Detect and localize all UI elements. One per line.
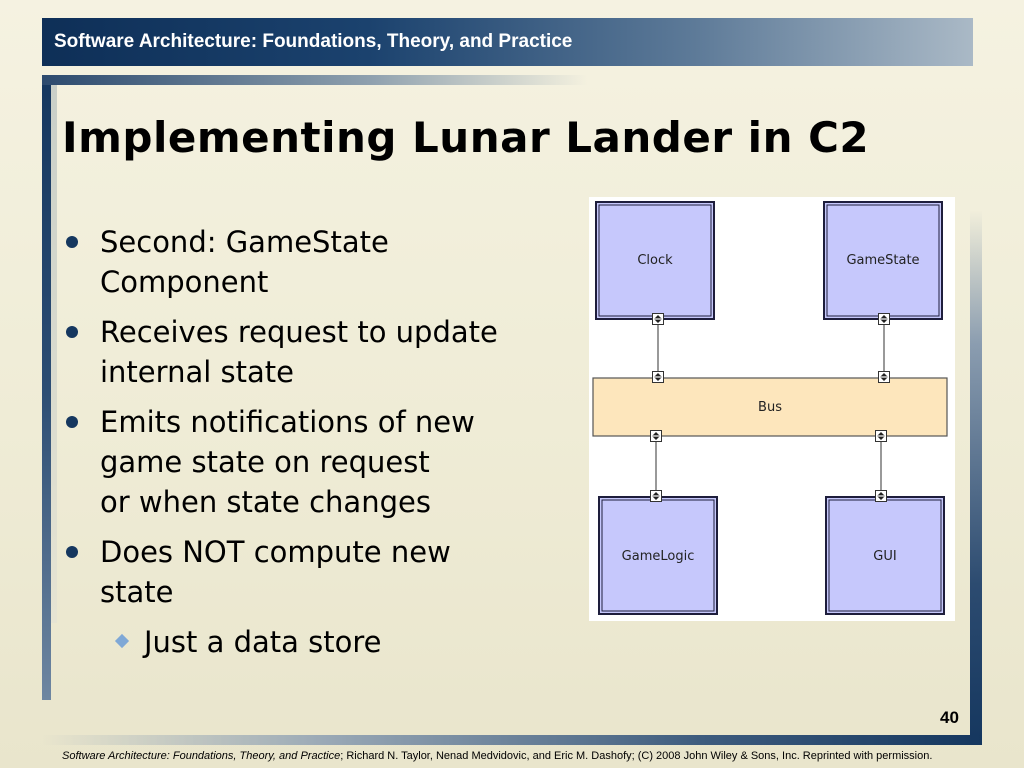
frame-bottom-border xyxy=(42,735,982,745)
gui-label: GUI xyxy=(873,549,896,564)
bullet-line: internal state xyxy=(100,355,294,389)
citation-details: ; Richard N. Taylor, Nenad Medvidovic, a… xyxy=(340,750,933,762)
bullet-line: game state on request xyxy=(100,445,430,479)
frame-left-shadow xyxy=(51,83,57,623)
port-icon xyxy=(652,371,664,383)
port-icon xyxy=(875,430,887,442)
bullet-line: Does NOT compute new xyxy=(100,535,451,569)
frame-right-border xyxy=(970,210,982,745)
bullet-dot-icon xyxy=(66,236,78,248)
page-number: 40 xyxy=(940,708,959,727)
gamestate-label: GameState xyxy=(846,253,919,268)
bus-connector: Bus xyxy=(592,377,948,437)
frame-top-border xyxy=(42,75,587,85)
bullet-dot-icon xyxy=(66,416,78,428)
header-bar xyxy=(42,18,973,66)
clock-label: Clock xyxy=(637,253,673,268)
bullet-line: state xyxy=(100,575,174,609)
frame-left-border xyxy=(42,75,51,700)
bullet-line: Receives request to update xyxy=(100,315,498,349)
bullet-dot-icon xyxy=(66,326,78,338)
bullet-item: Emits notifications of new game state on… xyxy=(62,402,542,522)
gamestate-component: GameState xyxy=(823,201,943,320)
course-title: Software Architecture: Foundations, Theo… xyxy=(54,31,573,52)
bullet-line: or when state changes xyxy=(100,485,431,519)
bullet-dot-icon xyxy=(66,546,78,558)
bus-label: Bus xyxy=(758,400,782,415)
sub-bullet-text: Just a data store xyxy=(144,625,382,659)
citation-footer: Software Architecture: Foundations, Theo… xyxy=(62,750,932,762)
port-icon xyxy=(650,430,662,442)
bullet-line: Component xyxy=(100,265,269,299)
bullet-item: Does NOT compute new state xyxy=(62,532,542,612)
port-icon xyxy=(652,313,664,325)
port-icon xyxy=(875,490,887,502)
gamelogic-component: GameLogic xyxy=(598,496,718,615)
diamond-bullet-icon xyxy=(114,633,130,649)
port-icon xyxy=(878,371,890,383)
c2-architecture-diagram: Clock GameState Bus GameLogic GUI xyxy=(589,197,955,621)
bullet-item: Second: GameState Component xyxy=(62,222,542,302)
bullet-line: Second: GameState xyxy=(100,225,389,259)
sub-bullet-item: Just a data store xyxy=(62,622,542,662)
gamelogic-label: GameLogic xyxy=(622,549,695,564)
port-icon xyxy=(878,313,890,325)
bullet-list: Second: GameState Component Receives req… xyxy=(62,222,542,662)
citation-book-title: Software Architecture: Foundations, Theo… xyxy=(62,750,341,762)
slide-title: Implementing Lunar Lander in C2 xyxy=(62,113,870,162)
port-icon xyxy=(650,490,662,502)
clock-component: Clock xyxy=(595,201,715,320)
bullet-item: Receives request to update internal stat… xyxy=(62,312,542,392)
gui-component: GUI xyxy=(825,496,945,615)
bullet-line: Emits notifications of new xyxy=(100,405,475,439)
